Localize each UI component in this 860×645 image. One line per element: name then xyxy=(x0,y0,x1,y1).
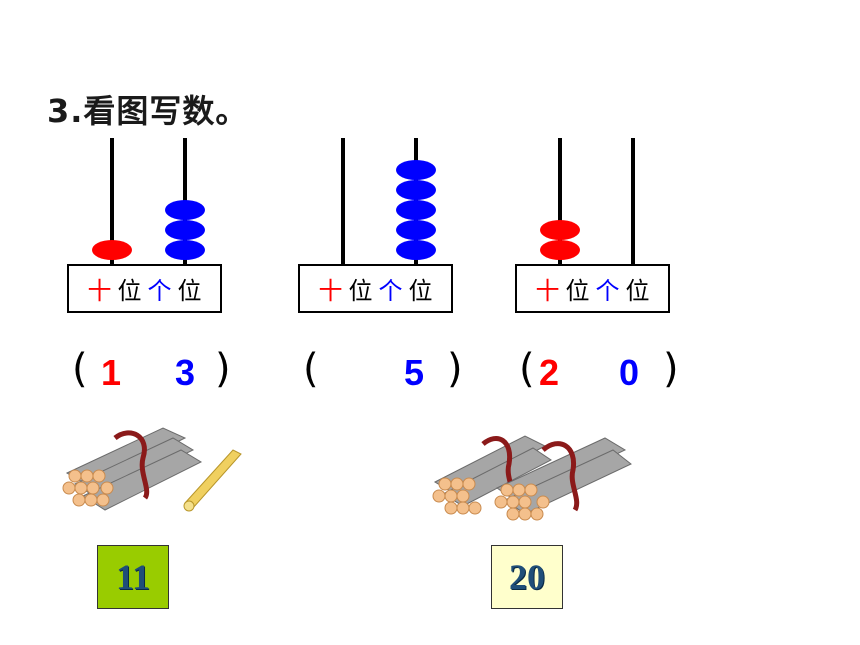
exercise-title: 3.看图写数。 xyxy=(47,92,249,130)
place-char: 位 xyxy=(117,277,142,305)
tens-digit: 2 xyxy=(539,352,560,393)
ones-char: 个 xyxy=(378,277,403,305)
ones-bead xyxy=(396,200,436,220)
count-value: 20 xyxy=(509,557,545,597)
ones-bead xyxy=(396,160,436,180)
place-char: 位 xyxy=(348,277,373,305)
tens-bead xyxy=(540,220,580,240)
tens-char: 十 xyxy=(318,277,343,305)
close-paren: ) xyxy=(447,346,463,392)
place-value-label: 十 位 个 位 xyxy=(515,264,670,313)
place-char: 位 xyxy=(177,277,202,305)
tens-rod xyxy=(341,138,345,266)
close-paren: ) xyxy=(215,346,231,392)
abacus-2: 十 位 个 位 xyxy=(298,138,455,318)
tens-char: 十 xyxy=(535,277,560,305)
stick-bundle xyxy=(62,427,203,511)
stick-bundle-image xyxy=(62,427,242,512)
abacus-3: 十 位 个 位 xyxy=(515,138,672,318)
place-char: 位 xyxy=(408,277,433,305)
ones-bead xyxy=(396,240,436,260)
tens-char: 十 xyxy=(87,277,112,305)
stick-bundle-image xyxy=(432,435,632,521)
tens-digit: 1 xyxy=(101,352,122,393)
tens-bead xyxy=(540,240,580,260)
ones-digit: 0 xyxy=(619,352,640,393)
count-box-20: 20 xyxy=(491,545,563,609)
open-paren: ( xyxy=(72,346,88,392)
ones-bead xyxy=(396,220,436,240)
place-value-label: 十 位 个 位 xyxy=(67,264,222,313)
single-stick xyxy=(183,449,242,512)
ones-bead xyxy=(165,220,205,240)
count-box-11: 11 xyxy=(97,545,169,609)
count-value: 11 xyxy=(115,557,150,597)
ones-bead xyxy=(165,200,205,220)
ones-bead xyxy=(165,240,205,260)
tens-bead xyxy=(92,240,132,260)
ones-rod xyxy=(631,138,635,266)
place-value-label: 十 位 个 位 xyxy=(298,264,453,313)
place-char: 位 xyxy=(565,277,590,305)
tens-rod xyxy=(558,138,562,266)
ones-digit: 3 xyxy=(175,352,196,393)
ones-digit: 5 xyxy=(404,352,425,393)
open-paren: ( xyxy=(303,346,319,392)
tens-rod xyxy=(110,138,114,266)
ones-char: 个 xyxy=(595,277,620,305)
ones-bead xyxy=(396,180,436,200)
ones-char: 个 xyxy=(147,277,172,305)
close-paren: ) xyxy=(663,346,679,392)
stick-bundle xyxy=(494,437,632,521)
place-char: 位 xyxy=(625,277,650,305)
open-paren: ( xyxy=(519,346,535,392)
abacus-1: 十 位 个 位 xyxy=(67,138,224,318)
